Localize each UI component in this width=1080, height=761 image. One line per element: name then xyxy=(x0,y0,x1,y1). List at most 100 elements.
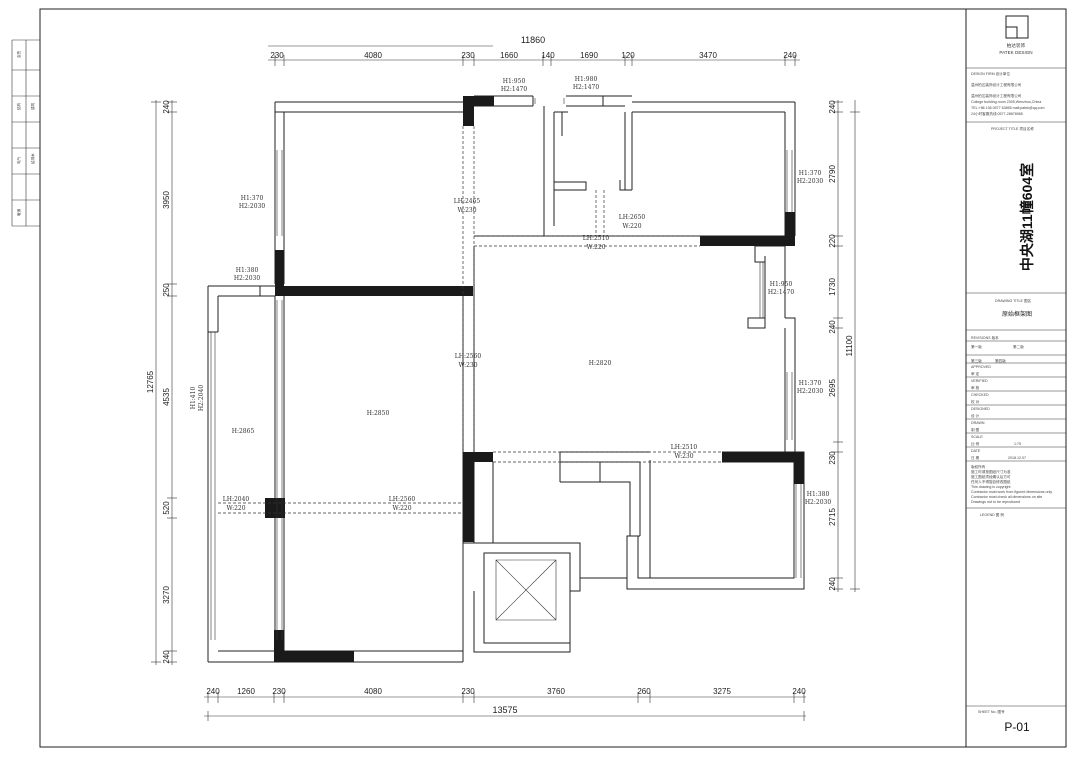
right-dim-4: 240 xyxy=(828,320,837,334)
margin-label-3: 电气 xyxy=(16,156,21,164)
drawn-label: DRAWN xyxy=(971,421,985,425)
sheet-number: P-01 xyxy=(1004,720,1030,734)
left-overall-dimension: 12765 xyxy=(146,370,155,393)
right-dim-6: 230 xyxy=(828,451,837,465)
opening-3-h1: H1:370 xyxy=(799,170,822,177)
note-4: This drawing is copyright xyxy=(971,485,1011,489)
opening-1-h2: H2:1470 xyxy=(573,84,600,91)
opening-2-h1: H1:370 xyxy=(241,195,264,202)
designed-cn: 设 计 xyxy=(971,413,980,418)
sheet-no-label: SHEET No. 图号 xyxy=(978,709,1005,714)
title-block: 柏达装饰 PATEK DESIGN DESIGN FIRM 设计单位 温州柏达装… xyxy=(966,15,1066,734)
opening-7-h2: H2:2030 xyxy=(797,388,824,395)
top-dimension-chain: 11860 230 4080 230 1660 140 1690 120 347… xyxy=(268,35,800,66)
opening-0-h1: H1:950 xyxy=(503,78,526,85)
firm-line-1: 温州柏达装饰设计工程有限公司 xyxy=(971,93,1022,98)
bottom-dim-1: 1260 xyxy=(237,687,255,696)
right-dimension-chain: 240 2790 220 1730 240 2695 230 2715 240 … xyxy=(828,100,860,592)
firm-line-2: College building room 2305,Wenzhou,China xyxy=(971,100,1041,104)
left-dim-5: 3270 xyxy=(162,586,171,604)
top-dim-6: 120 xyxy=(621,51,635,60)
beam-labels: LH:2465 W:230 LH:2650 W:220 LH:2510 W:22… xyxy=(223,198,698,512)
left-dim-0: 240 xyxy=(162,100,171,114)
beam-4-w: W:230 xyxy=(674,453,693,460)
opening-5-h2: H2:1470 xyxy=(768,289,795,296)
scale-cn: 比 例 xyxy=(971,441,980,446)
legend-label: LEGEND 图 例 xyxy=(980,512,1004,517)
beam-2-lh: LH:2510 xyxy=(583,235,610,242)
revision-3: 第三版 xyxy=(971,358,982,363)
top-dim-4: 140 xyxy=(541,51,555,60)
beam-2-w: W:220 xyxy=(586,244,605,251)
firm-line-3: TEL:+86 136 0577 63855 mail:patek@qq.com xyxy=(971,106,1044,110)
right-dim-0: 240 xyxy=(828,100,837,114)
project-title: 中央湖11幢604室 xyxy=(1019,163,1035,271)
approved-label: APPROVED xyxy=(971,365,991,369)
note-6: Contractor must check all dimensions on … xyxy=(971,495,1042,499)
margin-label-0: 会签 xyxy=(16,50,21,58)
left-dim-3: 4535 xyxy=(162,388,171,406)
beam-0-lh: LH:2465 xyxy=(454,198,481,205)
ceiling-heights: H:2865 H:2850 H:2820 xyxy=(232,360,612,435)
structural-columns xyxy=(265,96,804,662)
beam-6-w: W:220 xyxy=(392,505,411,512)
note-7: Drawings not to be reproduced xyxy=(971,500,1020,504)
title-block-frame xyxy=(965,8,1067,748)
left-dim-4: 520 xyxy=(162,501,171,515)
top-dim-7: 3470 xyxy=(699,51,717,60)
logo-text-cn: 柏达装饰 xyxy=(1007,42,1026,49)
checked-label: CHECKED xyxy=(971,393,989,397)
logo-text-en: PATEK DESIGN xyxy=(999,50,1032,55)
revision-4: 第四版 xyxy=(995,358,1006,363)
margin-label-4: 给排水 xyxy=(30,153,35,164)
right-dim-7: 2715 xyxy=(828,508,837,526)
bottom-dim-8: 240 xyxy=(792,687,806,696)
scale-value: 1:75 xyxy=(1014,442,1021,446)
note-5: Contractor must work from figured dimens… xyxy=(971,490,1052,494)
bottom-dimension-chain: 240 1260 230 4080 230 3760 260 3275 240 … xyxy=(204,687,806,721)
sheet-border xyxy=(39,8,1067,748)
opening-labels: H1:950 H2:1470 H1:980 H2:1470 H1:370 H2:… xyxy=(190,76,831,506)
right-overall-dimension: 11100 xyxy=(845,335,854,357)
top-dim-1: 4080 xyxy=(364,51,382,60)
margin-label-1: 建筑 xyxy=(30,102,35,110)
beam-5-w: W:220 xyxy=(226,505,245,512)
top-dim-5: 1690 xyxy=(580,51,598,60)
verified-cn: 审 核 xyxy=(971,385,980,390)
project-title-label: PROJECT TITLE 项目名称 xyxy=(991,126,1034,131)
drawing-title-label: DRAWING TITLE 图名 xyxy=(995,298,1032,303)
top-dim-8: 240 xyxy=(783,51,797,60)
date-value: 2018.12.07 xyxy=(1008,456,1026,460)
walls xyxy=(207,95,805,663)
beam-5-lh: LH:2040 xyxy=(223,496,250,503)
margin-label-2: 结构 xyxy=(16,102,21,110)
date-label: DATE xyxy=(971,449,981,453)
right-dim-1: 2790 xyxy=(828,165,837,183)
left-margin-strip: 会签 建筑 结构 电气 给排水 暖通 xyxy=(11,39,40,227)
left-dimension-chain: 12765 240 3950 250 4535 520 3270 240 xyxy=(146,100,177,665)
approved-cn: 审 定 xyxy=(971,371,980,376)
beam-1-w: W:220 xyxy=(622,223,641,230)
beam-3-lh: LH:2560 xyxy=(455,353,482,360)
drawing-title: 原始框架图 xyxy=(1002,310,1032,318)
opening-5-h1: H1:950 xyxy=(770,281,793,288)
opening-1-h1: H1:980 xyxy=(575,76,598,83)
right-dim-3: 1730 xyxy=(828,278,837,296)
beam-4-lh: LH:2510 xyxy=(671,444,698,451)
bottom-dim-3: 4080 xyxy=(364,687,382,696)
top-overall-dimension: 11860 xyxy=(521,35,545,45)
drawn-cn: 制 图 xyxy=(971,427,980,432)
bottom-dim-6: 260 xyxy=(637,687,651,696)
opening-8-h2: H2:2030 xyxy=(805,499,832,506)
checked-cn: 校 对 xyxy=(971,399,980,404)
note-3: 任何人不得擅自修改图纸 xyxy=(971,479,1011,484)
scale-label: SCALE xyxy=(971,435,983,439)
bottom-dim-5: 3760 xyxy=(547,687,565,696)
left-dim-2: 250 xyxy=(162,283,171,297)
right-dim-8: 240 xyxy=(828,577,837,591)
opening-7-h1: H1:370 xyxy=(799,380,822,387)
design-firm-label: DESIGN FIRM 设计单位 xyxy=(971,71,1010,76)
bottom-dim-7: 3275 xyxy=(713,687,731,696)
height-0: H:2865 xyxy=(232,428,255,435)
